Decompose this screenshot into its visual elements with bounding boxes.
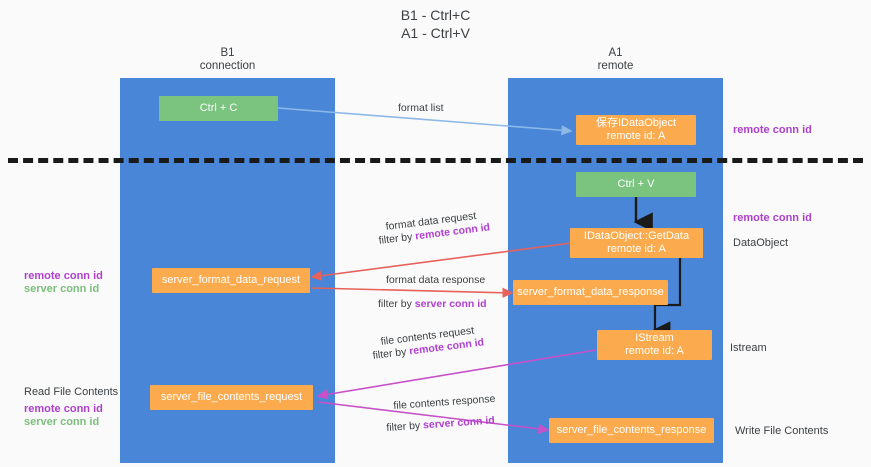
node-save-idataobject-sublabel: remote id: A xyxy=(606,130,666,142)
node-ctrl-c-label: Ctrl + C xyxy=(199,102,238,114)
node-server-format-data-request-label: server_format_data_request xyxy=(161,274,301,286)
node-istream-label: IStream xyxy=(635,332,674,344)
edge-label-file-contents-request-filter-prefix: filter by xyxy=(372,345,410,362)
node-server-format-data-request[interactable]: server_format_data_request xyxy=(152,268,310,293)
annotation-getdata-conn-id: remote conn id xyxy=(733,212,812,224)
edge-label-format-data-response-filter-prefix: filter by xyxy=(378,298,415,310)
node-server-file-contents-request[interactable]: server_file_contents_request xyxy=(150,385,313,410)
node-server-file-contents-response-label: server_file_contents_response xyxy=(556,424,707,436)
edge-label-file-contents-response-filter: filter by server conn id xyxy=(386,414,495,435)
edge-label-format-list: format list xyxy=(398,102,444,115)
edge-label-format-data-response-filter: filter by server conn id xyxy=(378,298,487,311)
column-header-a1: A1 remote xyxy=(597,47,634,72)
node-ctrl-c[interactable]: Ctrl + C xyxy=(159,96,278,121)
edge-label-file-contents-response: file contents response xyxy=(393,393,496,413)
node-server-format-data-response-label: server_format_data_response xyxy=(517,286,664,298)
diagram-title: B1 - Ctrl+C A1 - Ctrl+V xyxy=(400,7,471,41)
node-save-idataobject[interactable]: 保存IDataObject remote id: A xyxy=(576,115,696,145)
node-istream[interactable]: IStream remote id: A xyxy=(597,330,712,360)
node-idataobject-getdata[interactable]: IDataObject::GetData remote id: A xyxy=(570,228,703,258)
edge-label-format-data-request-filter-prefix: filter by xyxy=(378,230,416,247)
node-save-idataobject-label: 保存IDataObject xyxy=(595,117,677,129)
node-idataobject-getdata-label: IDataObject::GetData xyxy=(583,230,690,242)
edge-label-file-contents-response-text: file contents response xyxy=(393,392,496,412)
annotation-write-file-contents: Write File Contents xyxy=(735,425,829,437)
annotation-read-file-contents: Read File Contents xyxy=(24,386,119,398)
annotation-left-bottom-remote-conn-id: remote conn id xyxy=(24,403,103,415)
edge-label-format-list-text: format list xyxy=(398,102,444,114)
node-istream-sublabel: remote id: A xyxy=(625,345,684,357)
node-server-format-data-response[interactable]: server_format_data_response xyxy=(513,280,668,305)
node-idataobject-getdata-sublabel: remote id: A xyxy=(607,243,666,255)
annotation-dataobject: DataObject xyxy=(733,237,789,249)
edge-label-format-data-response-filter-key: server conn id xyxy=(414,298,487,310)
annotation-right-top-conn-id: remote conn id xyxy=(733,124,812,136)
node-ctrl-v-label: Ctrl + V xyxy=(617,178,655,190)
node-server-file-contents-response[interactable]: server_file_contents_response xyxy=(549,418,714,443)
wire-format-data-response xyxy=(311,287,514,298)
clipboard-phase-divider xyxy=(8,158,863,163)
edge-label-file-contents-response-filter-key: server conn id xyxy=(422,414,496,432)
edge-label-format-data-response: format data response xyxy=(386,274,485,287)
annotation-istream: Istream xyxy=(730,342,767,354)
annotation-left-server-conn-id: server conn id xyxy=(24,283,100,295)
column-header-b1: B1 connection xyxy=(199,47,256,72)
node-ctrl-v[interactable]: Ctrl + V xyxy=(576,172,696,197)
edge-label-file-contents-response-filter-prefix: filter by xyxy=(386,419,424,434)
annotation-left-remote-conn-id: remote conn id xyxy=(24,270,103,282)
annotation-left-bottom-server-conn-id: server conn id xyxy=(24,416,100,428)
node-server-file-contents-request-label: server_file_contents_request xyxy=(160,391,303,403)
edge-label-format-data-response-text: format data response xyxy=(386,274,486,286)
